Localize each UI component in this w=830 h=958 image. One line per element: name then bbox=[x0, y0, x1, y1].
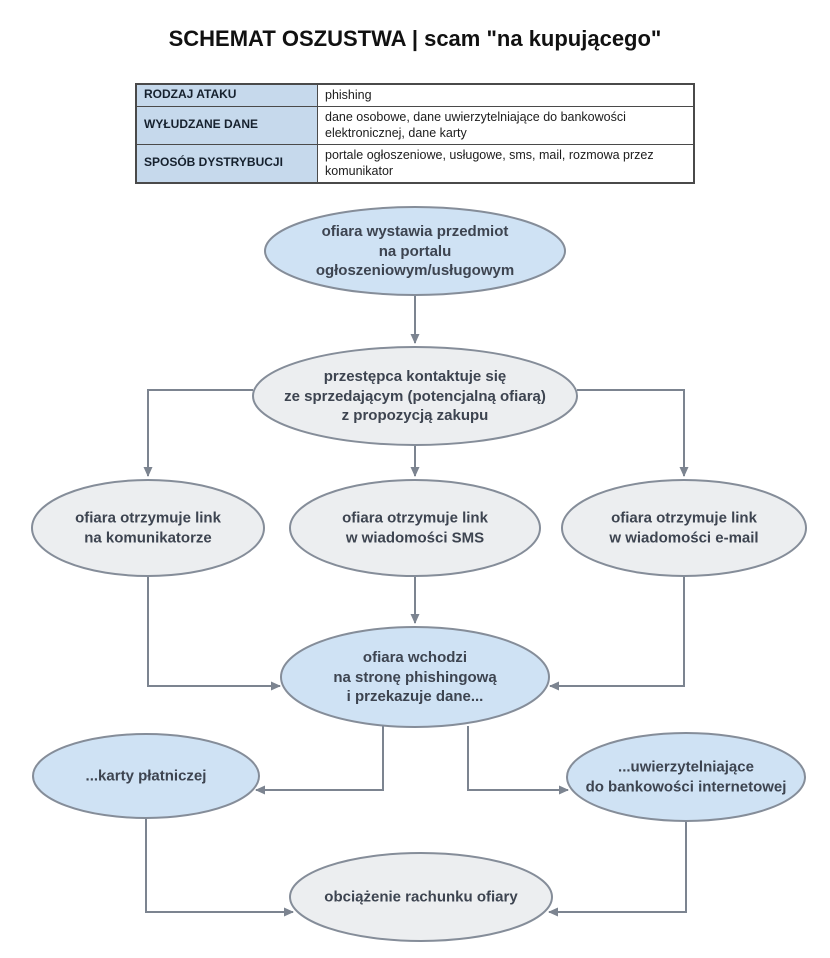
flowchart-nodes bbox=[31, 206, 807, 942]
node-ellipse-email bbox=[561, 479, 807, 577]
table-value-cell: dane osobowe, dane uwierzytelniające do … bbox=[317, 105, 694, 145]
node-ellipse-contact bbox=[252, 346, 578, 446]
arrow-phishing-to-card bbox=[255, 726, 384, 795]
node-ellipse-charge bbox=[289, 852, 553, 942]
node-label-contact: przestępca kontaktuje się ze sprzedający… bbox=[284, 367, 546, 424]
node-ellipse-messenger bbox=[31, 479, 265, 577]
node-ellipse-card bbox=[32, 733, 260, 819]
page-title: SCHEMAT OSZUSTWA | scam "na kupującego" bbox=[168, 26, 662, 51]
arrow-card-to-charge bbox=[145, 818, 294, 917]
node-label-sms: ofiara otrzymuje link w wiadomości SMS bbox=[342, 509, 488, 547]
node-label-charge: obciążenie rachunku ofiary bbox=[324, 888, 518, 906]
node-label-email: ofiara otrzymuje link w wiadomości e-mai… bbox=[609, 509, 759, 547]
arrow-contact-to-messenger bbox=[143, 389, 253, 477]
node-ellipse-banking bbox=[566, 732, 806, 822]
node-ellipse-sms bbox=[289, 479, 541, 577]
arrow-banking-to-charge bbox=[548, 821, 687, 917]
node-label-messenger: ofiara otrzymuje link na komunikatorze bbox=[75, 509, 221, 547]
node-ellipse-start bbox=[264, 206, 566, 296]
node-label-start: ofiara wystawia przedmiot na portalu ogł… bbox=[315, 222, 515, 279]
node-label-banking: ...uwierzytelniające do bankowości inter… bbox=[585, 758, 787, 796]
connector-arrows bbox=[143, 296, 689, 917]
arrow-phishing-to-banking bbox=[467, 726, 569, 795]
table-label-cell: SPOSÓB DYSTRYBUCJI bbox=[136, 143, 318, 183]
table-value-cell: portale ogłoszeniowe, usługowe, sms, mai… bbox=[317, 143, 694, 183]
node-label-phishing: ofiara wchodzi na stronę phishingową i p… bbox=[333, 648, 497, 705]
attack-info-table: RODZAJ ATAKU phishing WYŁUDZANE DANE dan… bbox=[135, 83, 695, 184]
node-label-card: ...karty płatniczej bbox=[85, 767, 207, 785]
table-row: SPOSÓB DYSTRYBUCJI portale ogłoszeniowe,… bbox=[136, 143, 694, 183]
arrow-contact-to-email bbox=[577, 389, 689, 477]
table-label-cell: WYŁUDZANE DANE bbox=[136, 105, 318, 145]
table-row: WYŁUDZANE DANE dane osobowe, dane uwierz… bbox=[136, 105, 694, 145]
arrow-messenger-to-phishing bbox=[147, 577, 281, 691]
arrow-email-to-phishing bbox=[549, 577, 685, 691]
node-ellipse-phishing bbox=[280, 626, 550, 728]
